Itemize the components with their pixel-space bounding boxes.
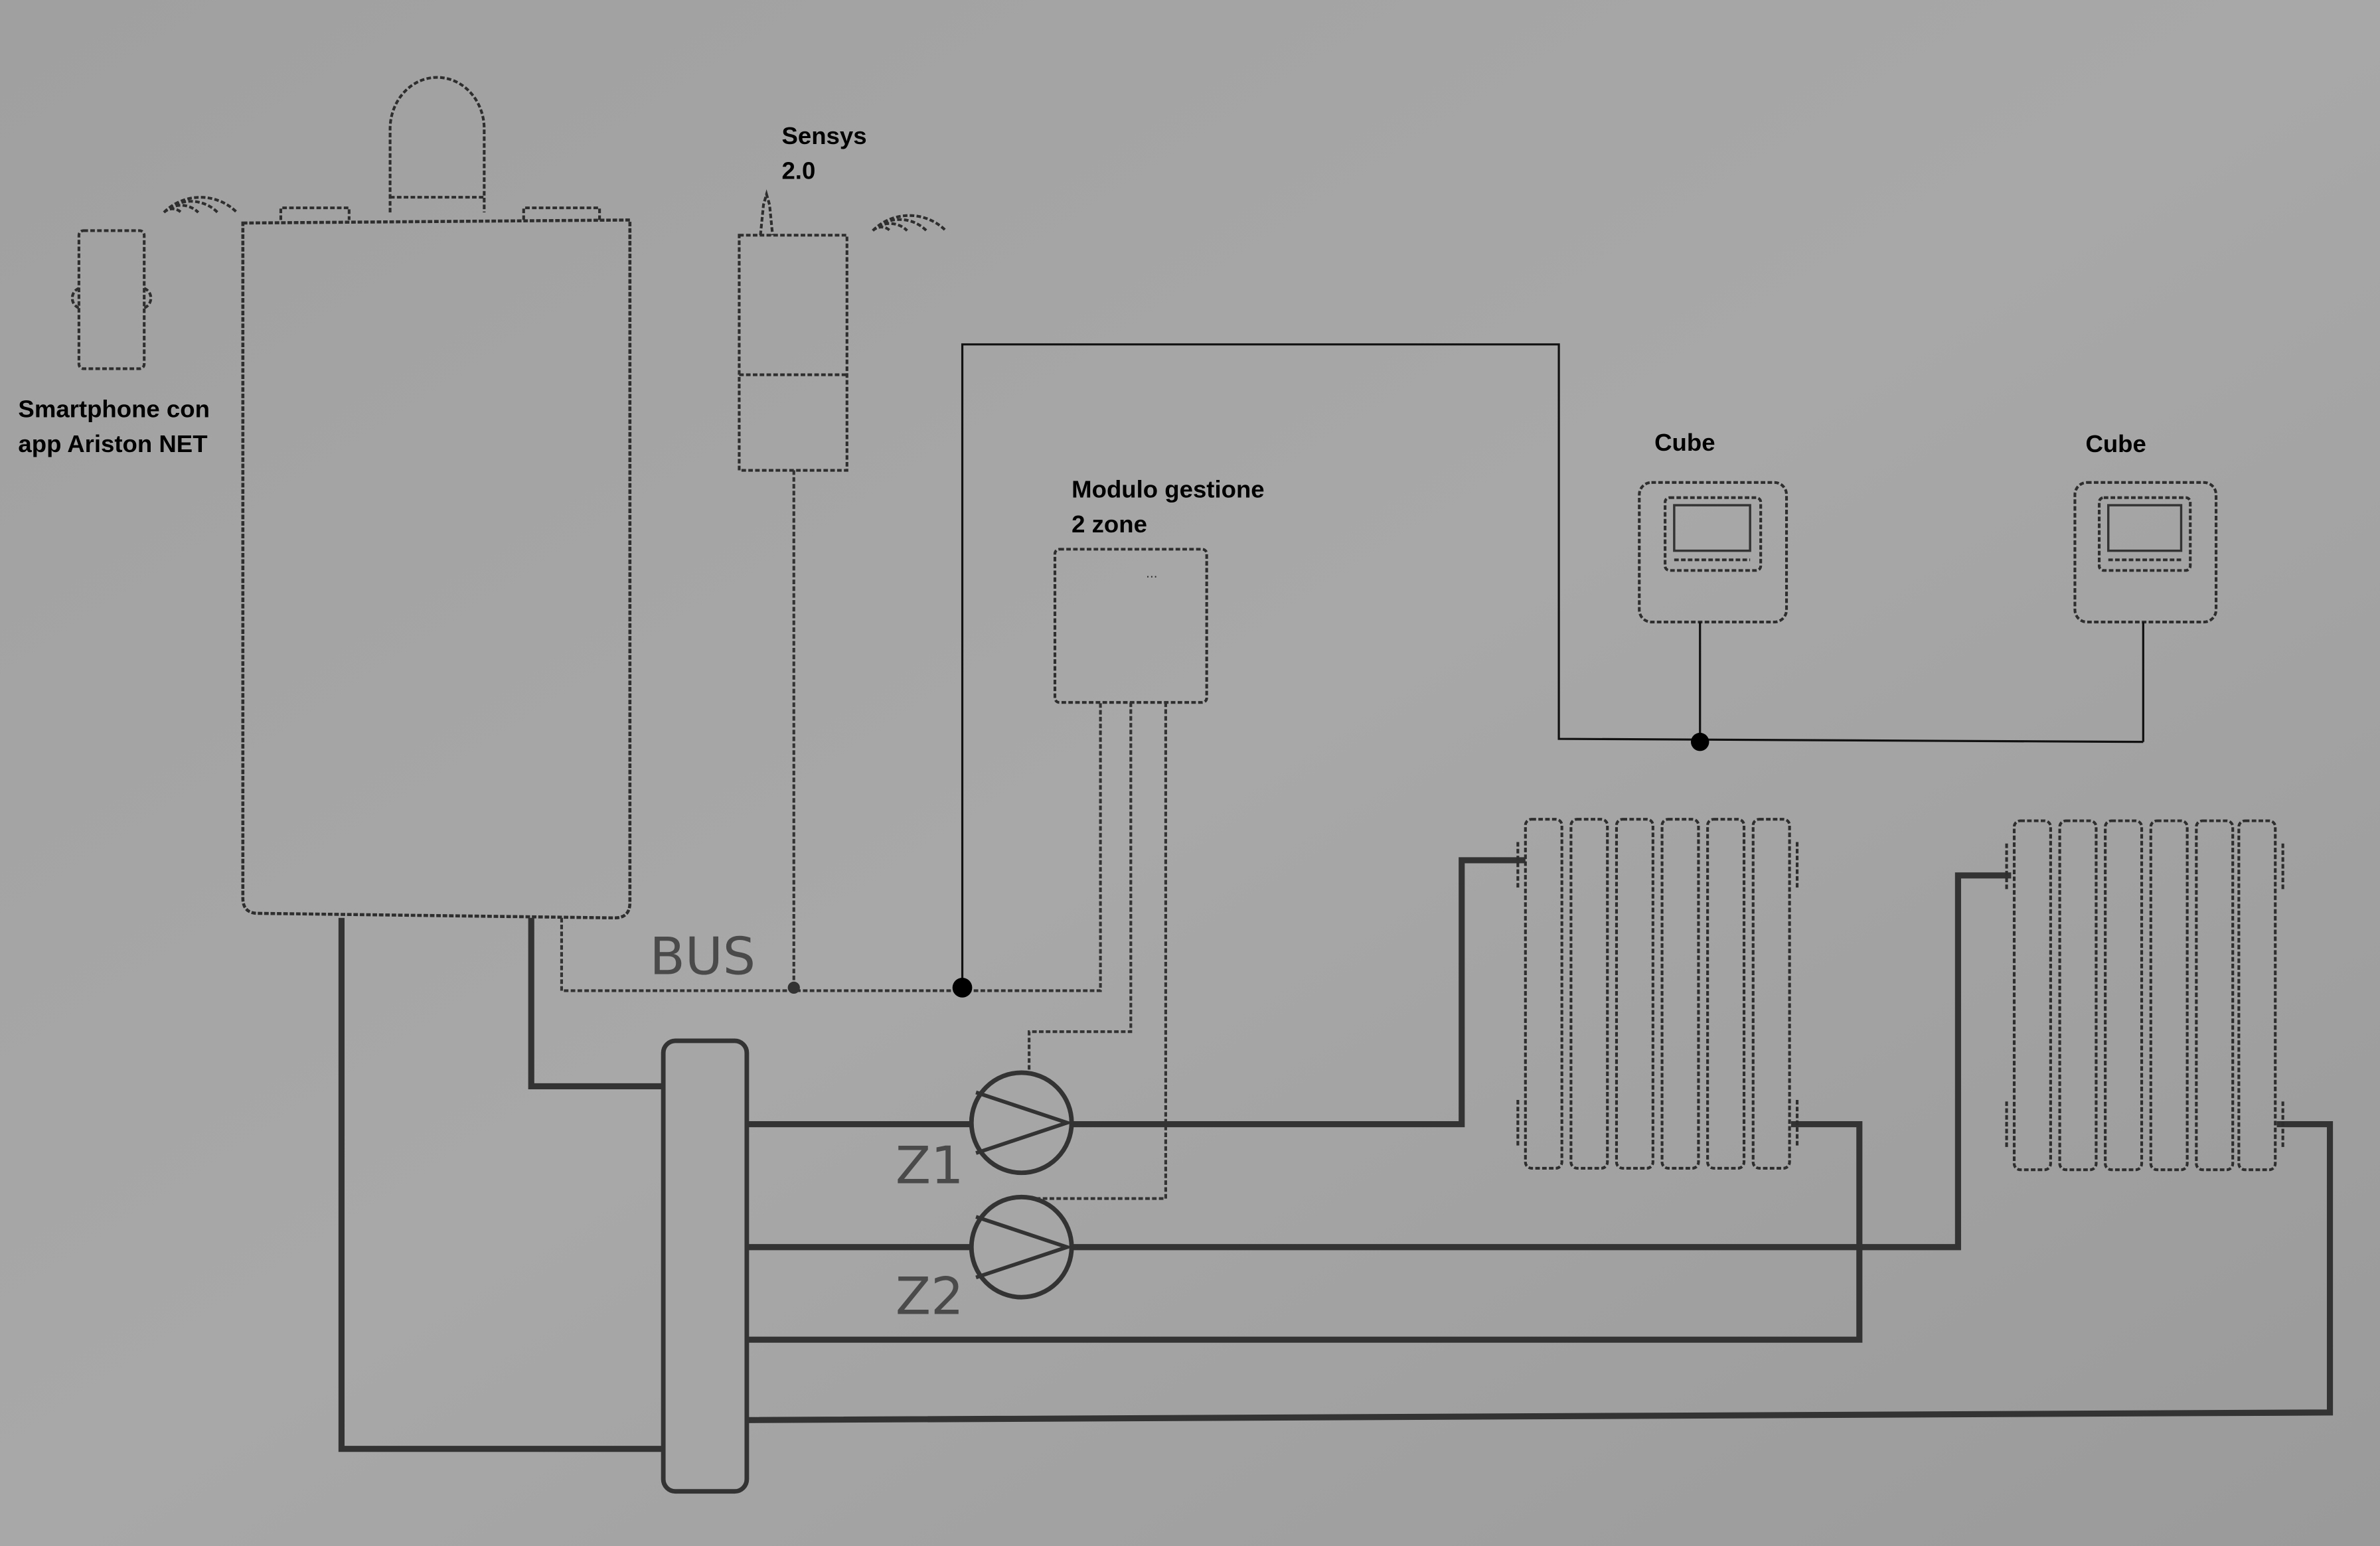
sensys-label-line1: Sensys bbox=[781, 122, 866, 149]
hydraulic-separator bbox=[661, 1038, 750, 1494]
hydraulic-pipes bbox=[338, 857, 2334, 1452]
boiler-icon bbox=[241, 76, 632, 920]
sensys-label-line2: 2.0 bbox=[781, 157, 815, 185]
cube-2-label: Cube bbox=[2085, 430, 2146, 457]
zone-1-label: Z1 bbox=[896, 1136, 964, 1196]
wifi-icon bbox=[163, 196, 238, 214]
smartphone-label-line2: app Ariston NET bbox=[18, 430, 207, 457]
smartphone-icon bbox=[70, 229, 153, 370]
zone-2-label: Z2 bbox=[896, 1267, 964, 1326]
bus-label: BUS bbox=[650, 927, 756, 986]
bus-wiring bbox=[560, 343, 2144, 1200]
cube-thermostat-icon bbox=[2073, 481, 2218, 624]
radiator-zone-1-icon bbox=[1516, 818, 1799, 1170]
pump-z1-icon bbox=[969, 1070, 1074, 1176]
cube-1-label: Cube bbox=[1654, 429, 1715, 456]
radiator-zone-2-icon bbox=[2005, 819, 2284, 1172]
svg-text:···: ··· bbox=[1146, 570, 1157, 584]
module-label-line2: 2 zone bbox=[1071, 510, 1147, 538]
cube-thermostat-icon bbox=[1638, 481, 1788, 624]
smartphone-label-line1: Smartphone con bbox=[18, 396, 210, 423]
pump-z2-icon bbox=[969, 1194, 1074, 1300]
module-label-line1: Modulo gestione bbox=[1071, 476, 1265, 503]
wifi-icon bbox=[872, 214, 947, 232]
